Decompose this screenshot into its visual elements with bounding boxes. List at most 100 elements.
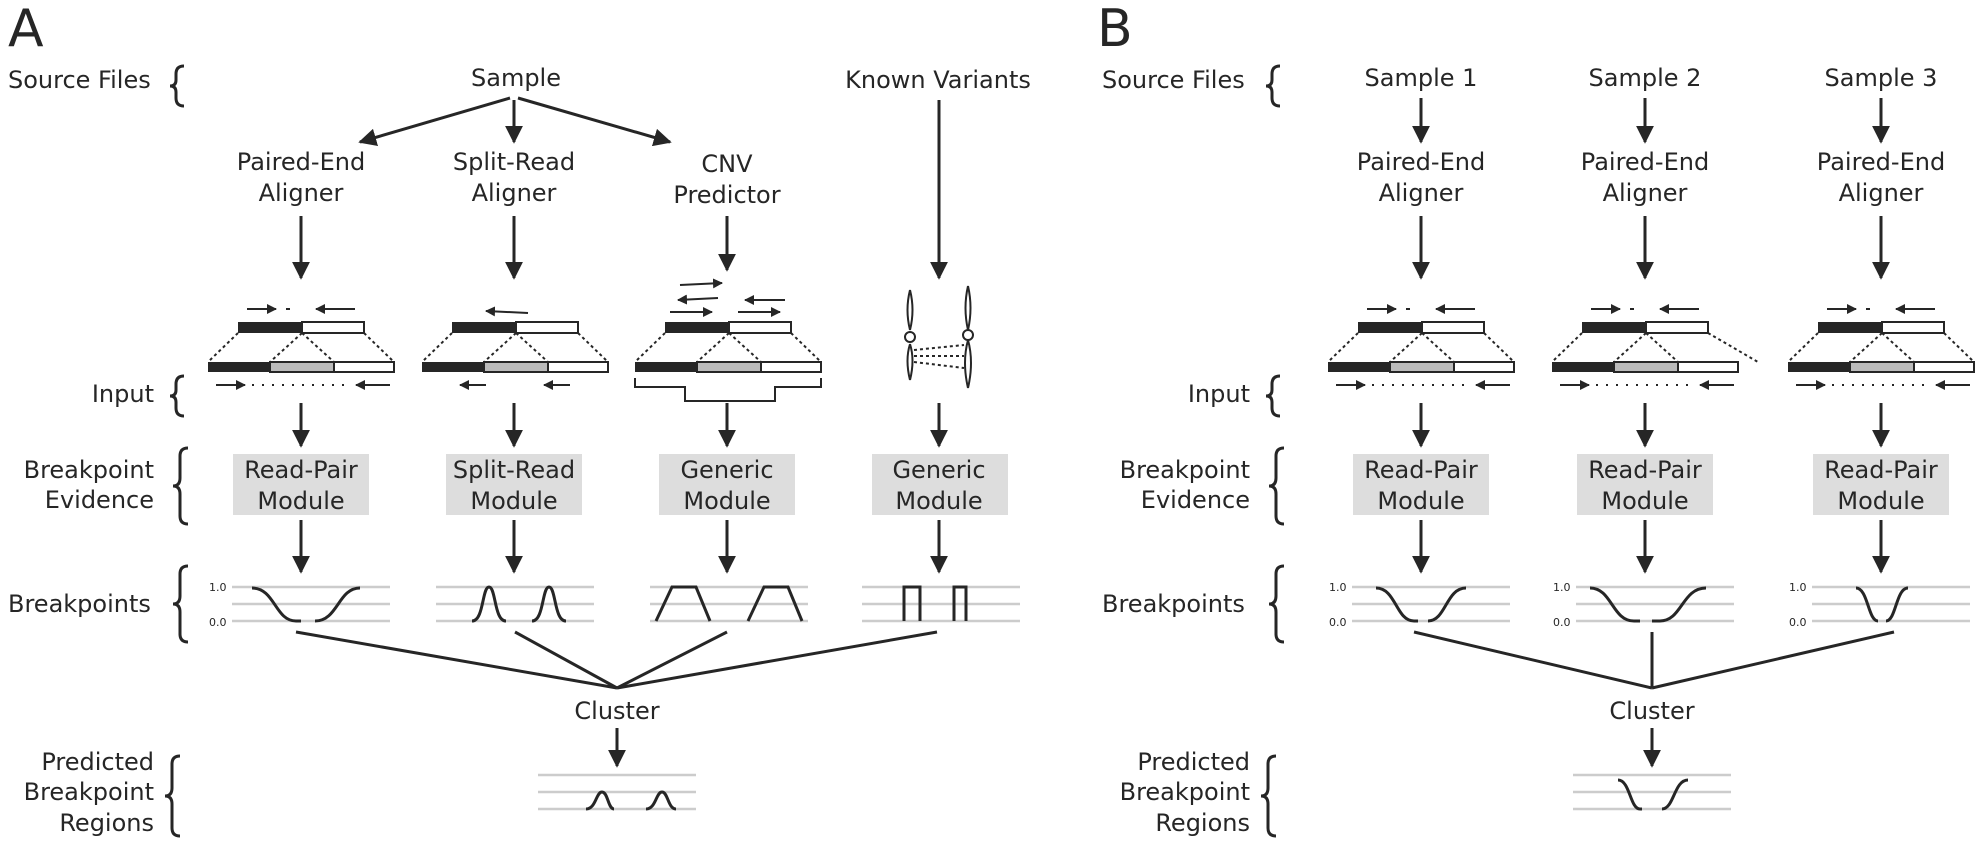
- brace-predicted-b: [1260, 754, 1277, 838]
- arrow-sample-to-pe: [358, 96, 511, 147]
- node-cluster-b: Cluster: [1609, 697, 1694, 725]
- node-tool2-line1: Split-Read: [453, 148, 575, 176]
- predicted-plot-a: [538, 773, 696, 811]
- row-label-input-b: Input: [1188, 380, 1250, 408]
- source-arrows-a: [358, 96, 948, 280]
- module-splitread-a: Split-Read Module: [446, 454, 582, 515]
- input-arrows-a: [292, 403, 948, 448]
- input-chromosomes-a: [904, 285, 974, 389]
- svg-text:0.0: 0.0: [1553, 616, 1571, 629]
- brace-predicted: [164, 754, 181, 838]
- input-splitread-a: [421, 306, 609, 390]
- tick-top: 1.0: [209, 581, 227, 594]
- panel-label-b: B: [1097, 0, 1133, 59]
- input-readpair-b3: [1787, 304, 1975, 390]
- bp-plot-b3: 1.0 0.0: [1789, 581, 1970, 629]
- svg-text:Module: Module: [683, 487, 770, 515]
- svg-text:Generic: Generic: [680, 456, 773, 484]
- panel-label-a: A: [8, 0, 44, 59]
- brace-evidence: [172, 446, 189, 526]
- cluster-lines-b: [1413, 630, 1895, 690]
- row-label-evidence-2-b: Evidence: [1141, 486, 1250, 514]
- row-label-predicted-1-b: Predicted: [1137, 748, 1250, 776]
- row-label-evidence-1-b: Breakpoint: [1120, 456, 1250, 484]
- row-label-evidence-2: Evidence: [45, 486, 154, 514]
- source-arrows-b: [1412, 98, 1890, 144]
- bp-plot-readpair-a: 1.0 0.0: [209, 581, 390, 629]
- row-label-source-files: Source Files: [8, 66, 151, 94]
- svg-text:Read-Pair: Read-Pair: [1824, 456, 1938, 484]
- node-b-tool2-line1: Paired-End: [1581, 148, 1709, 176]
- row-label-predicted-2: Breakpoint: [24, 778, 154, 806]
- node-b-tool1-line1: Paired-End: [1357, 148, 1485, 176]
- bp-plot-b2: 1.0 0.0: [1553, 581, 1734, 629]
- svg-text:Module: Module: [257, 487, 344, 515]
- tick-bottom: 0.0: [209, 616, 227, 629]
- svg-text:Module: Module: [470, 487, 557, 515]
- svg-text:0.0: 0.0: [1789, 616, 1807, 629]
- svg-text:Module: Module: [895, 487, 982, 515]
- svg-text:1.0: 1.0: [1789, 581, 1807, 594]
- svg-text:Module: Module: [1837, 487, 1924, 515]
- module-readpair-b1: Read-Pair Module: [1353, 454, 1489, 515]
- bp-plot-generic-cnv-a: [650, 585, 808, 623]
- bp-plot-b1: 1.0 0.0: [1329, 581, 1510, 629]
- row-label-source-files-b: Source Files: [1102, 66, 1245, 94]
- node-tool1-line2: Aligner: [259, 179, 344, 207]
- svg-text:1.0: 1.0: [1329, 581, 1347, 594]
- node-b-tool1-line2: Aligner: [1379, 179, 1464, 207]
- bp-plot-generic-known-a: [862, 585, 1020, 623]
- predicted-plot-b: [1573, 773, 1731, 811]
- svg-text:Generic: Generic: [892, 456, 985, 484]
- svg-text:Read-Pair: Read-Pair: [1588, 456, 1702, 484]
- input-readpair-a: [207, 304, 395, 390]
- tool-arrows-b: [1412, 216, 1890, 280]
- svg-text:Module: Module: [1377, 487, 1464, 515]
- row-labels-a: Source Files Input Breakpoint Evidence B…: [8, 64, 189, 838]
- input-arrows-b: [1412, 403, 1890, 448]
- module-arrows-b: [1412, 520, 1890, 574]
- brace-breakpoints-b: [1268, 564, 1285, 644]
- node-sample: Sample: [471, 64, 561, 92]
- module-arrows-a: [292, 520, 948, 574]
- svg-text:Read-Pair: Read-Pair: [244, 456, 358, 484]
- row-label-predicted-2-b: Breakpoint: [1120, 778, 1250, 806]
- node-sample-1: Sample 1: [1365, 64, 1478, 92]
- node-tool3-line1: CNV: [701, 150, 753, 178]
- brace-evidence-b: [1268, 446, 1285, 526]
- node-b-tool3-line1: Paired-End: [1817, 148, 1945, 176]
- node-b-tool3-line2: Aligner: [1839, 179, 1924, 207]
- row-label-predicted-3: Regions: [59, 809, 154, 837]
- svg-text:Split-Read: Split-Read: [453, 456, 575, 484]
- input-readpair-b2: [1551, 304, 1759, 390]
- module-readpair-a: Read-Pair Module: [233, 454, 369, 515]
- row-label-input: Input: [92, 380, 154, 408]
- arrow-sample-to-cnv: [517, 96, 672, 147]
- brace-input: [169, 374, 185, 418]
- module-readpair-b2: Read-Pair Module: [1577, 454, 1713, 515]
- brace-input-b: [1265, 374, 1281, 418]
- node-cluster-a: Cluster: [574, 697, 659, 725]
- svg-text:1.0: 1.0: [1553, 581, 1571, 594]
- node-tool1-line1: Paired-End: [237, 148, 365, 176]
- node-tool2-line2: Aligner: [472, 179, 557, 207]
- node-tool3-line2: Predictor: [673, 181, 780, 209]
- row-label-predicted-1: Predicted: [41, 748, 154, 776]
- module-generic-known-a: Generic Module: [872, 454, 1008, 515]
- input-cnv-a: [634, 278, 822, 402]
- svg-text:Read-Pair: Read-Pair: [1364, 456, 1478, 484]
- brace-source-files-b: [1265, 64, 1281, 108]
- row-label-evidence-1: Breakpoint: [24, 456, 154, 484]
- node-sample-2: Sample 2: [1589, 64, 1702, 92]
- row-labels-b: Source Files Input Breakpoint Evidence B…: [1102, 64, 1285, 838]
- svg-text:Module: Module: [1601, 487, 1688, 515]
- node-known-variants: Known Variants: [845, 66, 1031, 94]
- module-generic-cnv-a: Generic Module: [659, 454, 795, 515]
- row-label-breakpoints-b: Breakpoints: [1102, 590, 1245, 618]
- svg-text:0.0: 0.0: [1329, 616, 1347, 629]
- node-sample-3: Sample 3: [1825, 64, 1938, 92]
- module-readpair-b3: Read-Pair Module: [1813, 454, 1949, 515]
- brace-breakpoints: [172, 564, 189, 644]
- brace-source-files: [169, 64, 185, 108]
